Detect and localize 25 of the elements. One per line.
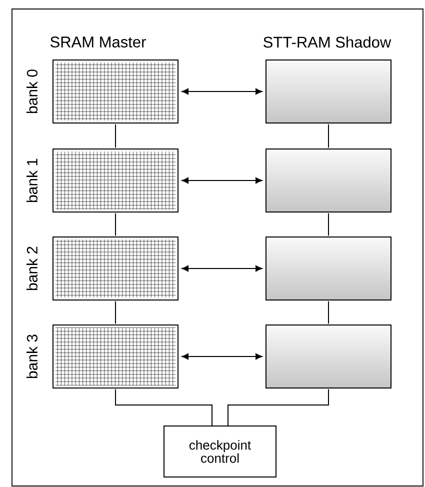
connector-line [115, 300, 116, 324]
connector-line [328, 212, 329, 236]
shadow-bank-box [266, 324, 392, 388]
bank-label: bank 3 [26, 334, 38, 378]
bank-label: bank 2 [26, 246, 38, 290]
sram-bank-box [52, 236, 178, 300]
bank-label: bank 1 [26, 158, 38, 202]
connector-line [328, 300, 329, 324]
connector-line [328, 124, 329, 148]
sram-bank-box [52, 148, 178, 212]
shadow-bank-box [266, 60, 392, 124]
sram-bank-box [52, 324, 178, 388]
double-arrow [182, 88, 262, 95]
bank-label: bank 0 [26, 70, 38, 114]
connector-line [115, 212, 116, 236]
double-arrow [182, 265, 262, 272]
connector-line [228, 388, 329, 426]
shadow-bank-box [266, 148, 392, 212]
double-arrow [182, 353, 262, 360]
connector-line [115, 388, 212, 426]
sram-bank-box [52, 60, 178, 124]
connector-line [115, 124, 116, 148]
control-box: checkpoint control [164, 426, 276, 478]
shadow-bank-box [266, 236, 392, 300]
double-arrow [182, 177, 262, 184]
